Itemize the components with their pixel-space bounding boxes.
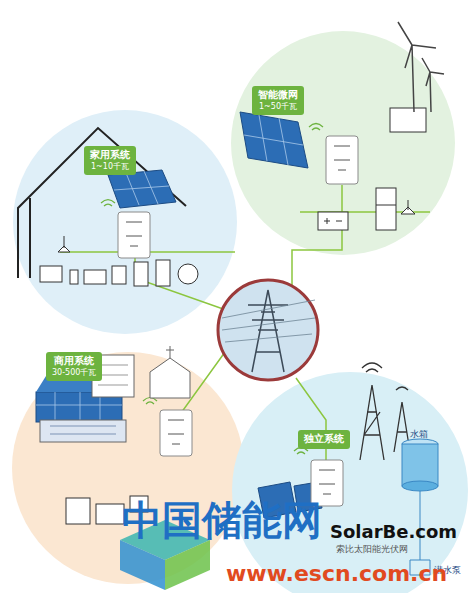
- tower-photo: [222, 300, 315, 342]
- appliance: [66, 498, 90, 524]
- watermark-logo: [120, 540, 165, 590]
- appliance: [376, 188, 396, 230]
- system-name: 商用系统: [52, 355, 96, 368]
- watermark-logo: [165, 540, 210, 590]
- part-label: 水箱: [410, 430, 428, 440]
- region-circle: [232, 372, 468, 593]
- solar-panel: [36, 112, 322, 518]
- wifi-symbol: [101, 200, 115, 207]
- appliance: [84, 270, 106, 284]
- house-outline: [29, 198, 31, 278]
- solar-panel: [114, 171, 169, 205]
- appliance: [40, 108, 426, 524]
- inverter-detail: [126, 146, 350, 494]
- system-tag: 独立系统: [298, 430, 350, 449]
- appliance: [40, 266, 62, 282]
- watermark: SolarBe.com: [330, 522, 457, 542]
- solar-panel: [244, 115, 303, 165]
- appliance: [318, 212, 348, 230]
- grid-wire: [135, 258, 226, 310]
- system-name: 独立系统: [304, 433, 344, 446]
- water-tank: [402, 444, 438, 486]
- grid-wire: [292, 185, 342, 285]
- building: [98, 365, 128, 385]
- battery-sign: [324, 218, 342, 224]
- inverter-detail: [319, 470, 335, 494]
- water-tank: [402, 481, 438, 491]
- solar-panel: [108, 170, 176, 208]
- power-range: 1~50千瓦: [258, 102, 298, 112]
- wifi-symbol: [309, 124, 323, 131]
- power-range: 30-500千瓦: [52, 368, 96, 378]
- inverter: [118, 212, 150, 258]
- building: [150, 358, 190, 398]
- region-circle: [13, 110, 237, 334]
- appliance: [376, 205, 396, 206]
- system-tag: 家用系统1~10千瓦: [84, 146, 136, 175]
- watermark: 中国储能网: [122, 498, 322, 542]
- wind-turbine: [422, 58, 444, 112]
- wind-turbine: [398, 22, 444, 112]
- appliance: [390, 108, 426, 132]
- inverter: [160, 410, 192, 456]
- system-name: 智能微网: [258, 89, 298, 102]
- solar-panel: [240, 112, 308, 168]
- building: [50, 426, 116, 434]
- region-circle: [12, 31, 468, 593]
- house-outline: [18, 128, 186, 278]
- power-range: 1~10千瓦: [90, 162, 130, 172]
- inverter-detail: [126, 222, 142, 246]
- inverter: [118, 136, 358, 506]
- battery-sign: [324, 218, 342, 224]
- appliance: [401, 200, 415, 214]
- appliance: [178, 264, 198, 284]
- system-name: 家用系统: [90, 149, 130, 162]
- appliance: [70, 270, 78, 284]
- building: [40, 420, 126, 442]
- inverter-detail: [168, 420, 184, 444]
- telecom-tower: [360, 385, 384, 460]
- tower-photo: [248, 290, 288, 372]
- appliance: [58, 236, 70, 252]
- appliance: [156, 260, 170, 286]
- tower-photo: [218, 280, 318, 380]
- building: [166, 346, 174, 358]
- system-tag: 商用系统30-500千瓦: [46, 352, 102, 381]
- inverter-detail: [334, 146, 350, 170]
- appliance: [112, 266, 126, 284]
- watermark: www.escn.com.cn: [226, 562, 447, 586]
- region-circle: [231, 31, 455, 255]
- appliance: [134, 262, 148, 286]
- telecom-tower: [362, 363, 408, 390]
- tower-photo: [218, 280, 318, 380]
- grid-wire: [296, 378, 326, 462]
- house-outline: [18, 128, 186, 278]
- system-tag: 智能微网1~50千瓦: [252, 86, 304, 115]
- watermark: 索比太阳能光伏网: [336, 545, 408, 555]
- inverter: [326, 136, 358, 184]
- building: [40, 346, 190, 442]
- appliance: [96, 504, 124, 524]
- water-tank: [402, 439, 438, 575]
